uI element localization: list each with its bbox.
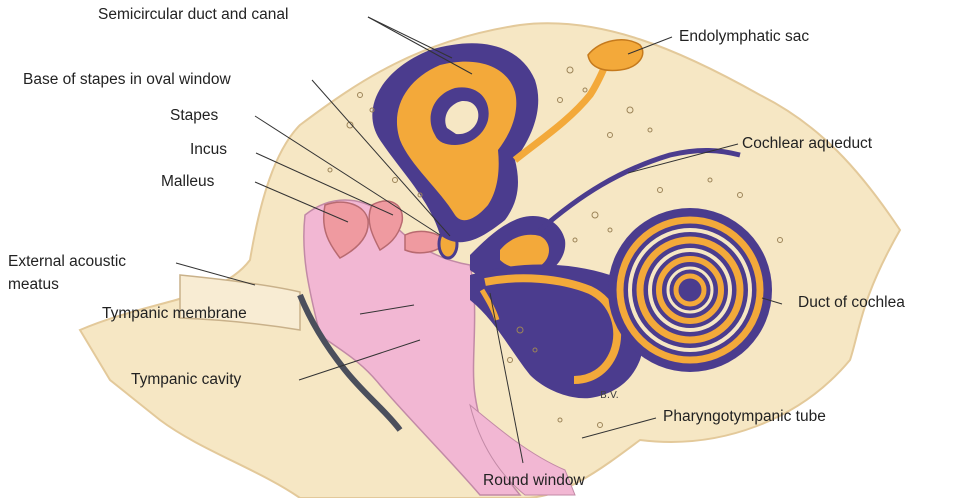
label-semicircular-duct-and-canal: Semicircular duct and canal: [98, 6, 288, 24]
label-stapes: Stapes: [170, 107, 218, 125]
label-endolymphatic-sac: Endolymphatic sac: [679, 28, 809, 46]
label-external-acoustic-meatus-line1: External acoustic: [8, 253, 126, 271]
label-base-of-stapes: Base of stapes in oval window: [23, 71, 231, 89]
label-incus: Incus: [190, 141, 227, 159]
label-pharyngotympanic-tube: Pharyngotympanic tube: [663, 408, 826, 426]
label-tympanic-cavity: Tympanic cavity: [131, 371, 241, 389]
cochlea-spiral: [608, 208, 772, 372]
label-external-acoustic-meatus-line2: meatus: [8, 276, 59, 294]
label-tympanic-membrane: Tympanic membrane: [102, 305, 247, 323]
label-round-window: Round window: [483, 472, 585, 490]
label-duct-of-cochlea: Duct of cochlea: [798, 294, 905, 312]
artist-signature: B.V.: [600, 390, 619, 401]
label-malleus: Malleus: [161, 173, 214, 191]
label-cochlear-aqueduct: Cochlear aqueduct: [742, 135, 872, 153]
